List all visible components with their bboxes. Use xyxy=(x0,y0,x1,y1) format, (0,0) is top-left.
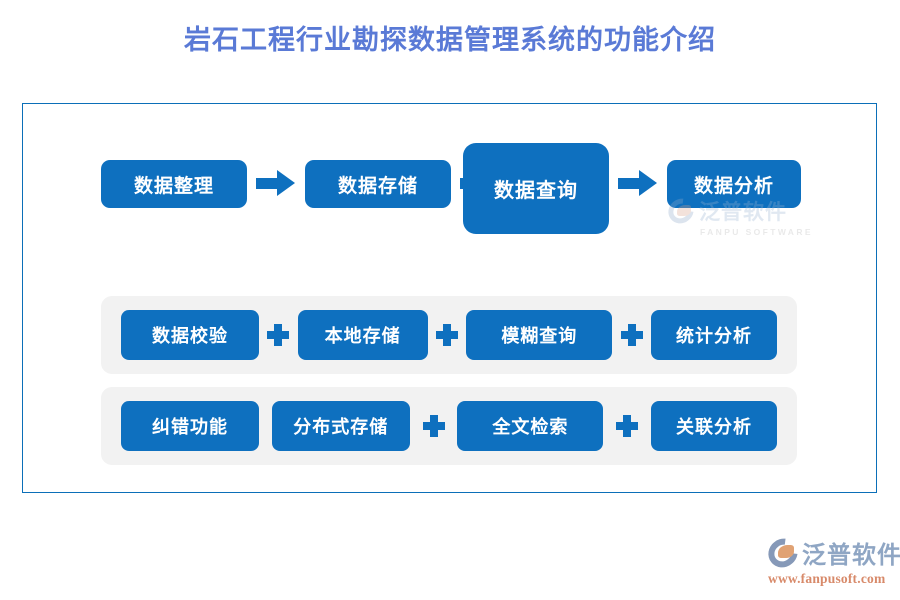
brand-logo-icon xyxy=(762,532,804,573)
flow-step-1[interactable]: 数据整理 xyxy=(101,160,247,208)
flow-step-3[interactable]: 数据查询 xyxy=(463,143,609,234)
flow-arrow-3-icon xyxy=(618,170,657,196)
detail-item-data-validation[interactable]: 数据校验 xyxy=(121,310,259,360)
detail-item-local-storage[interactable]: 本地存储 xyxy=(297,310,428,360)
brand-logo: 泛普软件 www.fanpusoft.com xyxy=(762,532,900,586)
detail-item-error-correction[interactable]: 纠错功能 xyxy=(121,401,259,451)
plus-separator-icon xyxy=(616,415,639,437)
plus-separator-icon xyxy=(422,415,445,437)
plus-separator-icon xyxy=(267,324,290,346)
detail-panel-2: 纠错功能 分布式存储 全文检索 关联分析 xyxy=(101,387,797,465)
brand-url: www.fanpusoft.com xyxy=(768,571,886,586)
detail-panel-1: 数据校验 本地存储 模糊查询 统计分析 xyxy=(101,296,797,374)
detail-item-fuzzy-query[interactable]: 模糊查询 xyxy=(466,310,613,360)
process-flow-row: 数据整理 数据存储 数据查询 数据分析 xyxy=(101,143,801,235)
page-title: 岩石工程行业勘探数据管理系统的功能介绍 xyxy=(184,25,716,55)
plus-separator-icon xyxy=(620,324,643,346)
flow-step-4[interactable]: 数据分析 xyxy=(667,160,801,208)
detail-item-correlation-analysis[interactable]: 关联分析 xyxy=(650,401,777,451)
detail-item-fulltext-search[interactable]: 全文检索 xyxy=(457,401,604,451)
flow-step-2[interactable]: 数据存储 xyxy=(305,160,451,208)
plus-separator-icon xyxy=(435,324,458,346)
flow-arrow-1-icon xyxy=(256,170,295,196)
detail-item-statistical-analysis[interactable]: 统计分析 xyxy=(650,310,777,360)
brand-name: 泛普软件 xyxy=(802,542,900,569)
detail-item-distributed-storage[interactable]: 分布式存储 xyxy=(271,401,410,451)
